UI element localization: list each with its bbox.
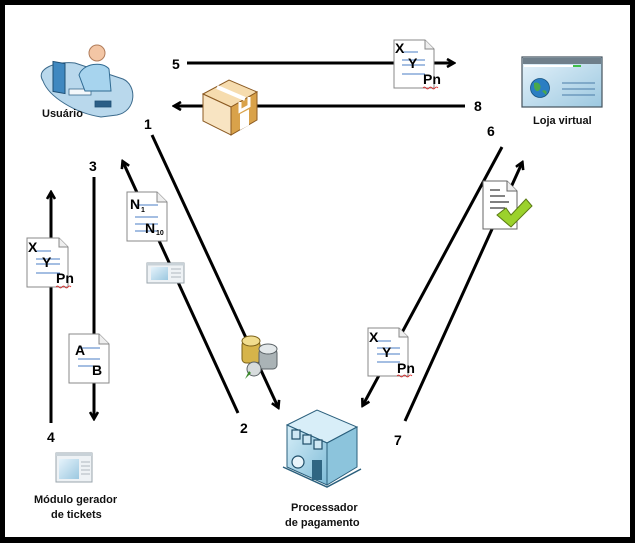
doc-text-y: Y: [42, 254, 52, 270]
ticket-request-document-icon: A B: [68, 333, 110, 384]
user-node: Usuário: [40, 44, 134, 120]
bank-building-icon: [282, 409, 362, 488]
user-at-desk-icon: [40, 44, 134, 118]
doc-text-x: X: [28, 239, 38, 255]
order-document-icon-step-5: X Y Pn: [393, 39, 441, 90]
step-label-6: 6: [487, 123, 495, 139]
ticket-module-node: Módulo gerador de tickets: [34, 452, 118, 521]
doc-text-y: Y: [408, 55, 418, 71]
payment-processor-node: Processador de pagamento: [282, 409, 362, 529]
payment-processor-label-line2: de pagamento: [285, 517, 360, 529]
package-box-icon: [201, 79, 259, 136]
doc-text-pn: Pn: [397, 360, 415, 376]
step-label-4: 4: [47, 429, 55, 445]
doc-text-b: B: [92, 362, 102, 378]
doc-text-n10-sub: 10: [156, 230, 164, 237]
web-browser-globe-icon: [521, 56, 603, 108]
doc-text-x: X: [369, 329, 379, 345]
coins-money-icon: [241, 335, 278, 379]
step-label-8: 8: [474, 98, 482, 114]
application-window-icon: [146, 262, 185, 284]
order-document-icon-step-6: X Y Pn: [367, 327, 415, 378]
tickets-document-icon: N 1 N 10: [126, 191, 168, 242]
step-label-2: 2: [240, 420, 248, 436]
diagram-svg: 1 2 3 4 5 6 7 8 Usuário Loja virtual: [26, 39, 603, 529]
ticket-module-label-line1: Módulo gerador: [34, 494, 118, 506]
approved-document-check-icon: [482, 180, 533, 230]
step-label-1: 1: [144, 116, 152, 132]
step-label-3: 3: [89, 158, 97, 174]
doc-text-pn: Pn: [423, 71, 441, 87]
doc-text-pn: Pn: [56, 270, 74, 286]
doc-text-a: A: [75, 342, 85, 358]
ticket-module-label-line2: de tickets: [51, 509, 102, 521]
user-label: Usuário: [42, 108, 83, 120]
payment-processor-label-line1: Processador: [291, 502, 358, 514]
store-label: Loja virtual: [533, 115, 592, 127]
doc-text-y: Y: [382, 344, 392, 360]
step-label-7: 7: [394, 432, 402, 448]
doc-text-n10: N: [145, 220, 155, 236]
application-window-icon: [55, 452, 93, 483]
doc-text-n1: N: [130, 196, 140, 212]
step-label-5: 5: [172, 56, 180, 72]
store-node: Loja virtual: [521, 56, 603, 127]
doc-text-n1-sub: 1: [141, 207, 145, 214]
doc-text-x: X: [395, 40, 405, 56]
order-document-icon-step-4: X Y Pn: [26, 237, 74, 289]
